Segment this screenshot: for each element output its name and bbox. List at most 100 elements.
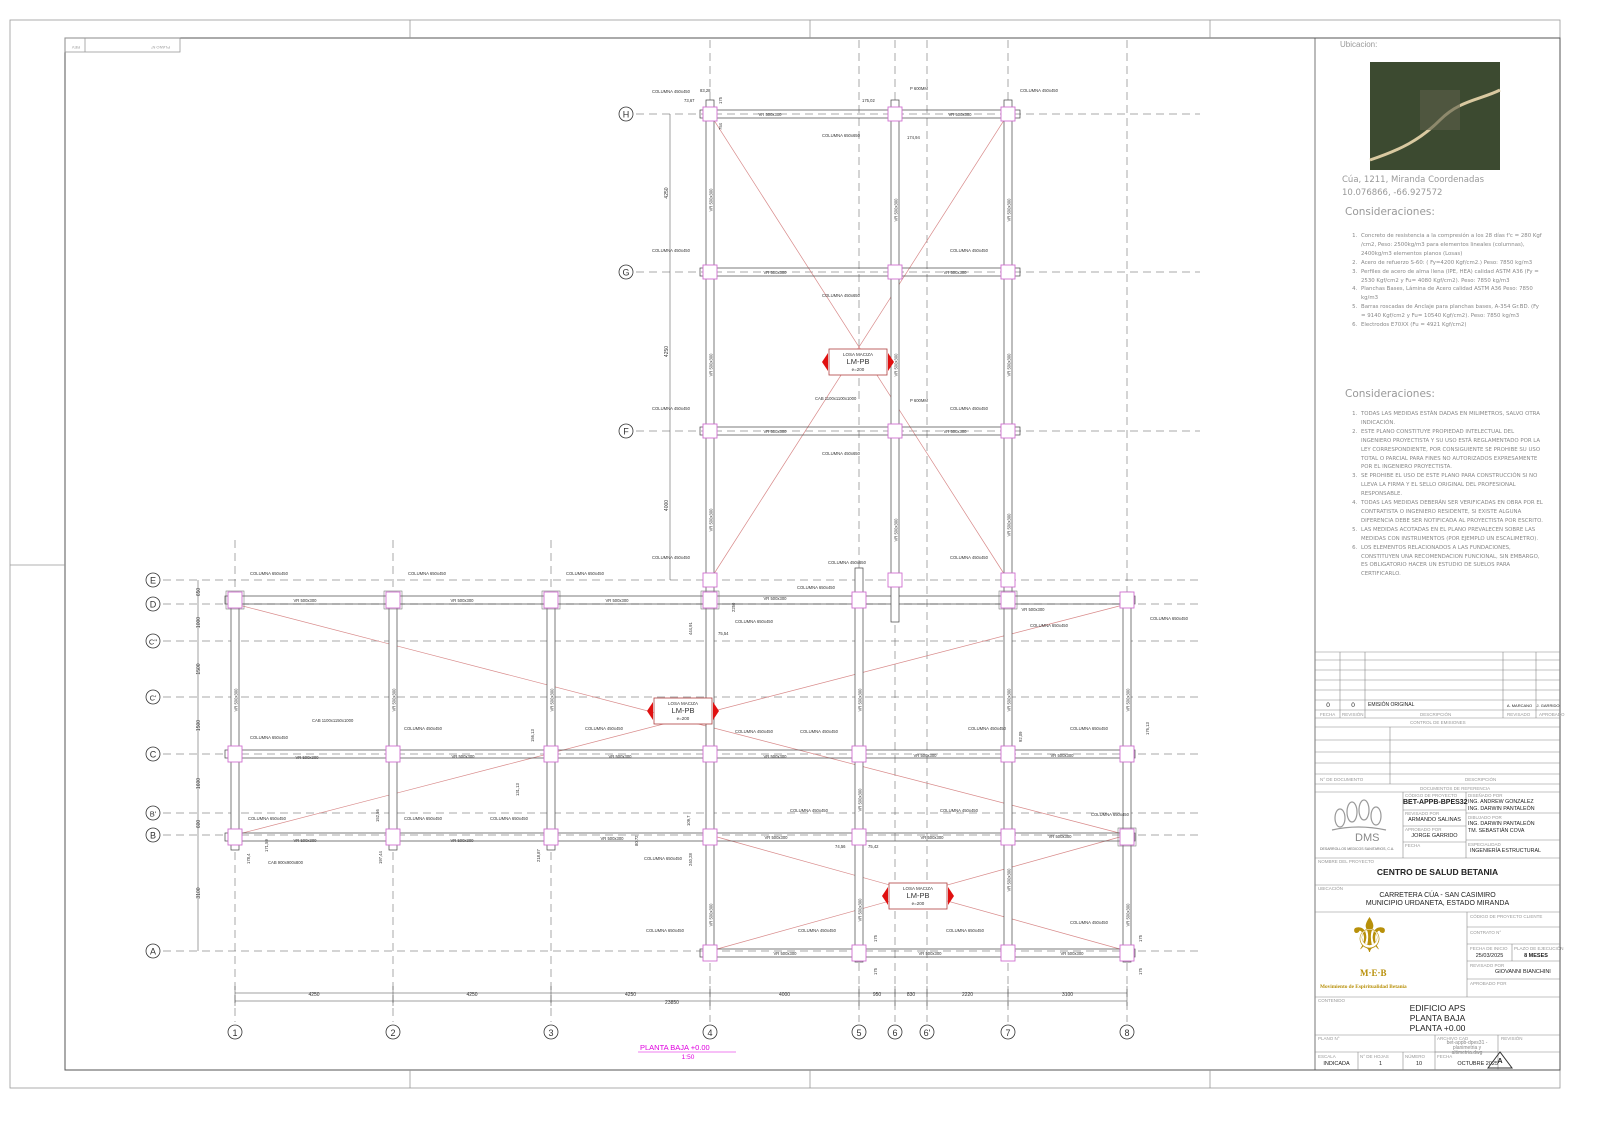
column — [385, 591, 401, 609]
footing-cap — [383, 590, 403, 610]
grid-bubble-A — [145, 943, 161, 959]
beam-label: VR 500x300 — [709, 903, 714, 927]
dimension-value: 1600 — [196, 778, 202, 789]
column — [385, 828, 401, 846]
beam — [224, 595, 1136, 605]
annotation-label: COLUMNA 450x450 — [404, 726, 443, 731]
note-item: SE PROHIBE EL USO DE ESTE PLANO PARA CON… — [1359, 472, 1545, 499]
grid-label: 7 — [1005, 1028, 1010, 1038]
annotation-label: COLUMNA 650x450 — [735, 619, 774, 624]
column — [1000, 745, 1016, 763]
beam-label: VR 500x300 — [608, 754, 632, 759]
beam-label: VR 500x300 — [758, 112, 782, 117]
annotation-label: 74,56 — [835, 844, 846, 849]
annotation-label: 75,54 — [718, 631, 729, 636]
note-item: TODAS LAS MEDIDAS DEBERÁN SER VERIFICADA… — [1359, 499, 1545, 526]
reviewed-by-2: GIOVANNI BIANCHINI — [1495, 969, 1551, 975]
dimension-value: 4000 — [779, 992, 790, 998]
column — [702, 572, 718, 588]
drafter-1: ING. DARWIN PANTALEÓN — [1468, 821, 1535, 827]
dibujado-label: DIBUJADO POR — [1468, 815, 1502, 820]
sheet-number: 10 — [1415, 1061, 1423, 1067]
annotation-label: CAB 1100x1150x1000 — [312, 718, 354, 723]
beam — [699, 426, 1021, 436]
annotation-label: 73,67 — [684, 98, 695, 103]
beam — [224, 749, 1136, 759]
aprobado2-label: APROBADO POR — [1470, 981, 1507, 986]
annotation-label: COLUMNA 450x450 — [652, 248, 691, 253]
annotation-label: 175 — [873, 934, 878, 942]
annotation-label: 175 — [1138, 967, 1143, 975]
location-line-1: CARRETERA CÚA - SAN CASIMIRO — [1379, 892, 1496, 899]
grid-bubble-3 — [543, 1024, 559, 1040]
beams — [224, 99, 1136, 963]
column — [543, 745, 559, 763]
annotation-label: COLUMNA 450x450 — [950, 248, 989, 253]
content-line-2: PLANTA BAJA — [1409, 1013, 1466, 1023]
beam-label: VR 500x300 — [918, 951, 942, 956]
column — [1119, 944, 1135, 962]
column — [227, 745, 243, 763]
beam — [388, 591, 398, 851]
column — [1000, 572, 1016, 588]
slab-thickness: e=200 — [912, 901, 925, 906]
beam-label: VR 500x300 — [894, 518, 899, 542]
beam-label: VR 500x300 — [1021, 607, 1045, 612]
beam-label: VR 500x300 — [600, 836, 624, 841]
notes-title: Consideraciones: — [1345, 206, 1435, 218]
beam-label: VR 500x300 — [450, 598, 474, 603]
grid-label: 2 — [390, 1028, 395, 1038]
emission-reviewed: A. MARCANO — [1506, 703, 1533, 708]
annotation-label: CAB 1100x1100x1000 — [815, 396, 857, 401]
slab-code: LM-PB — [672, 706, 695, 715]
dimension-value: 4250 — [466, 992, 477, 998]
footing-cap — [700, 590, 720, 610]
annotation-label: P 600MM — [910, 86, 928, 91]
dimension-value: 4250 — [664, 346, 670, 357]
dimension-value: 1500 — [196, 720, 202, 731]
beam-label: VR 500x300 — [1007, 513, 1012, 537]
beam-label: VR 500x300 — [913, 753, 937, 758]
annotation-label: 218,87 — [536, 849, 541, 862]
notes-title: Consideraciones: — [1345, 388, 1435, 400]
annotation-label: COLUMNA 650x450 — [946, 928, 985, 933]
sheet-frame — [9, 19, 1561, 1089]
meb-logo: M·E·B — [1360, 968, 1387, 978]
footing-cap — [541, 590, 561, 610]
revision-label: REVISIÓN — [1501, 1036, 1523, 1041]
beam — [230, 591, 240, 851]
grid-label: 5 — [856, 1028, 861, 1038]
hojas-label: N° DE HOJAS — [1360, 1054, 1389, 1059]
annotation-label: COLUMNA 650x450 — [566, 571, 605, 576]
annotation-label: COLUMNA 450x450 — [798, 928, 837, 933]
beam-label: VR 500x300 — [858, 688, 863, 712]
grid-bubble-2 — [385, 1024, 401, 1040]
grid-label: 6 — [892, 1028, 897, 1038]
annotation-label: COLUMNA 450x450 — [735, 729, 774, 734]
dimension-total: 23850 — [665, 1000, 679, 1006]
annotation-label: COLUMNA 650x650 — [822, 133, 861, 138]
annotation-label: COLUMNA 450x650 — [822, 293, 861, 298]
archivo-label: ARCHIVO CAD — [1437, 1036, 1469, 1041]
footing-cap — [998, 590, 1018, 610]
annotation-label: COLUMNA 450x450 — [585, 726, 624, 731]
grid-bubble-D — [145, 596, 161, 612]
ref-doc-header: N° DE DOCUMENTO — [1320, 777, 1364, 782]
duration: 8 MESES — [1524, 953, 1548, 959]
annotation-label: 75,42 — [868, 844, 879, 849]
revision-triangle-icon — [1487, 1051, 1513, 1069]
grid-lines — [163, 40, 1200, 1022]
dimension-value: 4000 — [664, 500, 670, 511]
general-notes: Consideraciones: TODAS LAS MEDIDAS ESTÁN… — [1345, 388, 1545, 579]
note-item: Perfiles de acero de alma llena (IPE, HE… — [1359, 268, 1545, 286]
title-block-lines — [1315, 651, 1560, 1070]
revisado2-label: REVISADO POR — [1470, 963, 1505, 968]
codigo-label: CÓDIGO DE PROYECTO — [1405, 793, 1458, 798]
beam-label: VR 500x300 — [1126, 903, 1131, 927]
dimension-value: 830 — [907, 992, 916, 998]
beam-label: VR 500x300 — [1007, 688, 1012, 712]
emission-revision: 0 — [1351, 702, 1355, 709]
beam-label: VR 500x300 — [894, 353, 899, 377]
